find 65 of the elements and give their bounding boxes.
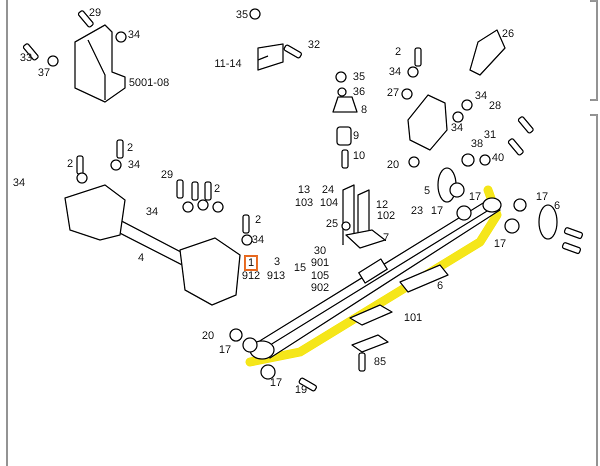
callout-number: 17 [536,191,548,203]
callout-number: 2 [254,214,262,226]
callout-number: 34 [12,177,26,189]
callout-number: 7 [382,232,390,244]
callout-number: 9 [352,130,360,142]
callout-number: 23 [410,205,424,217]
callout-number: 34 [128,159,140,171]
callout-number: 35 [236,9,248,21]
callout-number: 5001-08 [128,77,170,89]
callout-number: 5 [424,185,430,197]
callout-number: 25 [326,218,338,230]
callout-number: 12 [376,199,388,211]
callout-number: 103 [294,197,314,209]
callout-number: 27 [386,87,400,99]
callout-number: 34 [128,29,140,41]
callout-number: 20 [386,159,400,171]
callout-number: 4 [138,252,144,264]
callout-number: 19 [294,384,308,396]
callout-number: 36 [352,86,366,98]
callout-number: 31 [484,129,496,141]
callout-number: 17 [494,238,506,250]
callout-number: 8 [360,104,368,116]
callout-number: 29 [160,169,174,181]
callout-number: 17 [270,377,282,389]
callout-number: 105 [310,270,330,282]
callout-number: 28 [488,100,502,112]
callout-number: 11-14 [214,58,242,70]
callout-number: 17 [218,344,232,356]
callout-number: 17 [430,205,444,217]
callout-number: 38 [470,138,484,150]
callout-number: 33 [20,52,32,64]
callout-number: 30 [314,245,326,257]
callout-number: 912 [242,270,260,282]
callout-number: 34 [474,90,488,102]
callout-number: 17 [468,191,482,203]
callout-number: 10 [352,150,366,162]
callout-number: 2 [126,142,134,154]
callout-number: 24 [322,184,334,196]
callout-number: 13 [298,184,310,196]
callout-number: 20 [202,330,214,342]
callout-number: 34 [450,122,464,134]
callout-number: 40 [492,152,504,164]
callout-number: 2 [66,158,74,170]
callout-number: 15 [294,262,306,274]
callout-number: 104 [320,197,338,209]
callout-number: 34 [388,66,402,78]
callout-number: 34 [146,206,158,218]
callout-number: 32 [308,39,320,51]
callout-number: 2 [394,46,402,58]
callout-number: 102 [376,210,396,222]
callout-number: 2 [214,183,220,195]
callout-number: 6 [436,280,444,292]
callout-number: 29 [88,7,102,19]
callout-number: 37 [38,67,50,79]
callout-number: 26 [502,28,514,40]
callout-number: 6 [554,200,560,212]
callout-number: 35 [352,71,366,83]
callout-number: 913 [266,270,286,282]
callout-number: 3 [274,256,280,268]
callout-number: 901 [310,257,330,269]
callout-number: 1 [244,255,258,271]
callout-number: 34 [252,234,264,246]
callout-number: 85 [374,356,386,368]
callout-number: 101 [404,312,422,324]
callout-number: 902 [310,282,330,294]
